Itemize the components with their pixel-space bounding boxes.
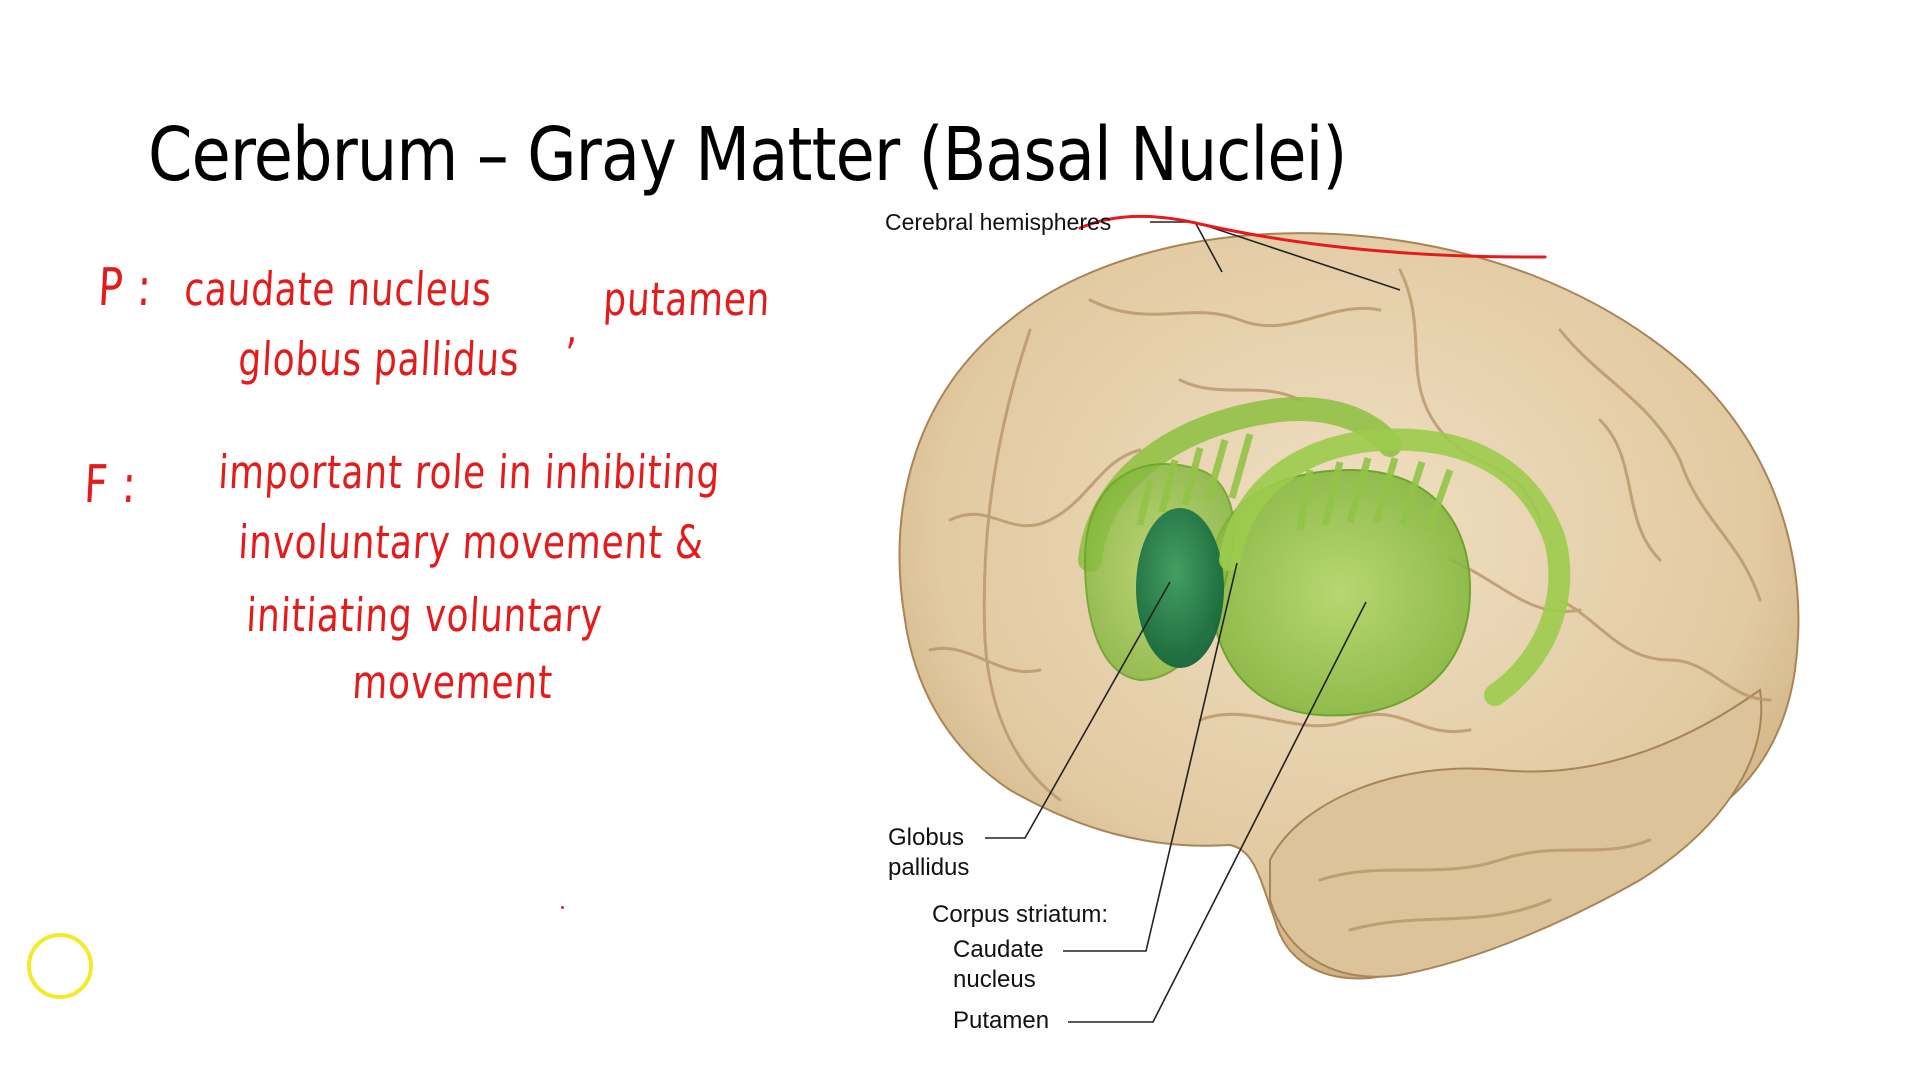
globus-pallidus-shape bbox=[1136, 508, 1224, 668]
label-nucleus: nucleus bbox=[953, 966, 1036, 993]
caudate-tail-front bbox=[1219, 428, 1571, 706]
label-putamen: Putamen bbox=[953, 1007, 1050, 1034]
pen-cursor-icon bbox=[27, 933, 93, 999]
label-cerebral-hemispheres: Cerebral hemispheres bbox=[885, 209, 1112, 235]
label-caudate: Caudate bbox=[953, 936, 1044, 963]
label-globus: Globus bbox=[888, 824, 965, 851]
ink-underline-stroke bbox=[1078, 214, 1547, 259]
brain-sulci bbox=[928, 268, 1772, 932]
label-pallidus: pallidus bbox=[888, 854, 970, 881]
striations bbox=[1136, 433, 1454, 534]
label-corpus-striatum: Corpus striatum: bbox=[932, 901, 1109, 928]
slide-title: Cerebrum – Gray Matter (Basal Nuclei) bbox=[148, 112, 1347, 198]
temporal-lobe bbox=[1269, 688, 1763, 978]
ink-dot bbox=[561, 906, 564, 909]
